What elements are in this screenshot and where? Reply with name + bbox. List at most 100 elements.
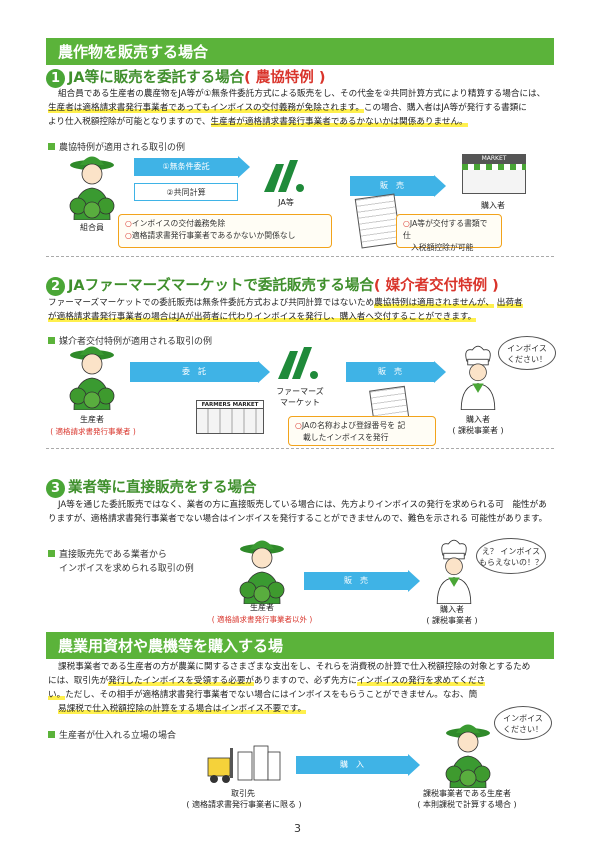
note-text: 入税額控除が可能 bbox=[411, 243, 474, 252]
arrow-head bbox=[408, 570, 420, 592]
highlight-text: い。 bbox=[48, 690, 66, 700]
note-text: インボイスの交付義務免除 bbox=[131, 219, 226, 228]
speech-text: インボイス bbox=[507, 344, 547, 353]
ja-label: JA等 bbox=[278, 198, 294, 207]
line: より仕入税額控除が可能となりますので、 bbox=[48, 117, 211, 127]
arrow-settle: ②共同計算 bbox=[134, 183, 238, 201]
producer-label: 生産者 bbox=[80, 415, 104, 424]
buyer-note: ( 課税事業者 ) bbox=[426, 616, 478, 625]
page-number: 3 bbox=[294, 822, 301, 835]
arrow-head bbox=[238, 156, 250, 178]
chef-illustration bbox=[426, 538, 482, 604]
paragraph-direct: JA等を通じた委託販売ではなく、業者の方に直接販売している場合には、先方よりイン… bbox=[48, 498, 558, 526]
forklift-illustration bbox=[206, 744, 282, 786]
line: JA等を通じた委託販売ではなく、業者の方に直接販売している場合には、先方よりイン… bbox=[58, 500, 547, 510]
arrow-label: 販 売 bbox=[378, 367, 402, 376]
note-text: JA等が交付する書類で 仕 bbox=[403, 219, 488, 240]
producer-label: 生産者 bbox=[250, 603, 274, 612]
arrow-sell: 販 売 bbox=[350, 176, 434, 196]
buyer-label: 購入者 bbox=[481, 201, 505, 210]
farmer-illustration bbox=[438, 718, 498, 788]
producer-note: ( 本則課税で計算する場合 ) bbox=[417, 800, 517, 809]
note-text: JAの名称および登録番号を 記 bbox=[301, 421, 406, 430]
speech-bubble: インボイス ください！ bbox=[494, 706, 552, 740]
heading-red-text: ( 媒介者交付特例 ) bbox=[373, 278, 499, 294]
paragraph-ja: 組合員である生産者の農産物をJA等が①無条件委託方式による販売をし、その代金を②… bbox=[48, 87, 556, 129]
arrow-label: 購 入 bbox=[340, 760, 364, 769]
number-badge: 1 bbox=[46, 69, 65, 88]
arrow-label: ②共同計算 bbox=[166, 188, 206, 197]
fm-label-2: マーケット bbox=[280, 398, 320, 407]
buyer-label: 購入者 bbox=[466, 415, 490, 424]
paragraph-purchase: 課税事業者である生産者の方が農業に関するさまざまな支出をし、それらを消費税の計算… bbox=[48, 660, 558, 716]
arrow-label: 販 売 bbox=[344, 576, 368, 585]
buyer-label: 購入者 bbox=[440, 605, 464, 614]
divider bbox=[46, 448, 554, 449]
section-title-purchase: 農業用資材や農機等を購入する場 bbox=[46, 632, 554, 659]
highlight-text: 生産者が適格請求書発行事業者であるかないかは関係ありません。 bbox=[210, 117, 468, 127]
highlight-text: 易課税で仕入税額控除の計算をする場合はインボイス不要です。 bbox=[58, 704, 307, 714]
highlight-text: が適格請求書発行事業者の場合はJAが出荷者に代わりインボイスを発行し、購入者へ交… bbox=[48, 312, 477, 322]
ja-logo bbox=[276, 344, 322, 382]
speech-text: インボイス bbox=[503, 714, 543, 723]
line: りますが、適格請求書発行事業者でない場合はインボイスを発行することができませんの… bbox=[48, 514, 548, 524]
market-building: MARKET bbox=[462, 154, 526, 194]
arrow-purchase: 購 入 bbox=[296, 756, 408, 774]
supplier-label: 取引先 bbox=[231, 789, 255, 798]
heading-text: 業者等に直接販売をする場合 bbox=[68, 480, 257, 496]
arrow-label: ①無条件委託 bbox=[162, 162, 210, 171]
line: 課税事業者である生産者の方が農業に関するさまざまな支出をし、それらを消費税の計算… bbox=[58, 662, 531, 672]
number-badge: 3 bbox=[46, 479, 65, 498]
line: ありますので、必ず先方に bbox=[254, 676, 357, 686]
arrow-label: 委 託 bbox=[182, 367, 206, 376]
document-icon bbox=[354, 193, 402, 249]
speech-text: ください！ bbox=[507, 355, 547, 364]
caption-text: 農協特例が適用される取引の例 bbox=[59, 143, 186, 153]
line: 組合員である生産者の農産物をJA等が①無条件委託方式による販売をし、その代金を②… bbox=[58, 89, 546, 99]
highlight-text: 生産者は適格請求書発行事業者であってもインボイスの交付義務が免除されます。 bbox=[48, 103, 364, 113]
heading-text: JA等に販売を委託する場合 bbox=[68, 70, 245, 86]
speech-bubble: インボイス ください！ bbox=[498, 336, 556, 370]
caption-fm-example: 媒介者交付特例が適用される取引の例 bbox=[48, 334, 212, 347]
caption-direct-example: 直接販売先である業者から インボイスを求められる取引の例 bbox=[48, 548, 194, 576]
market-sign: MARKET bbox=[462, 154, 526, 164]
arrow-label: 販 売 bbox=[380, 181, 404, 190]
line: この場合、購入者はJA等が発行する書類に bbox=[363, 103, 527, 113]
number-badge: 2 bbox=[46, 277, 65, 296]
arrow-head bbox=[434, 175, 446, 197]
supplier-note: ( 適格請求書発行事業者に限る ) bbox=[186, 800, 302, 809]
arrow-head bbox=[258, 361, 270, 383]
buyer-note: ( 課税事業者 ) bbox=[452, 426, 504, 435]
farmer-illustration bbox=[62, 150, 122, 220]
section-title-sell: 農作物を販売する場合 bbox=[46, 38, 554, 65]
arrow-consign: 委 託 bbox=[130, 362, 258, 382]
heading-text: JAファーマーズマーケットで委託販売する場合 bbox=[68, 278, 374, 294]
note-text: 適格請求書発行事業者であるかないか関係なし bbox=[131, 231, 296, 240]
highlight-text: 農協特例は適用されませんが、 bbox=[374, 298, 495, 308]
producer-label: 課税事業者である生産者 bbox=[423, 789, 511, 798]
ja-logo bbox=[262, 158, 308, 194]
highlight-text: 出荷者 bbox=[496, 298, 523, 308]
note-member: ○インボイスの交付義務免除 ○適格請求書発行事業者であるかないか関係なし bbox=[118, 214, 332, 248]
line: ファーマーズマーケットでの委託販売は無条件委託方式および共同計算ではないため bbox=[48, 298, 375, 308]
highlight-text: インボイスの発行を求めてくださ bbox=[356, 676, 486, 686]
paragraph-fm: ファーマーズマーケットでの委託販売は無条件委託方式および共同計算ではないため農協… bbox=[48, 296, 558, 324]
note-fm: ○JAの名称および登録番号を 記 載したインボイスを発行 bbox=[288, 416, 436, 446]
speech-text: ください！ bbox=[503, 725, 543, 734]
arrow-head bbox=[408, 754, 420, 776]
caption-text: 直接販売先である業者から bbox=[59, 550, 167, 560]
arrow-sell: 販 売 bbox=[304, 572, 408, 590]
line: ただし、その相手が適格請求書発行事業者でない場合にはインボイスをもらうことができ… bbox=[65, 690, 478, 700]
caption-text: 媒介者交付特例が適用される取引の例 bbox=[59, 337, 213, 347]
note-text: 載したインボイスを発行 bbox=[303, 433, 389, 442]
producer-note: ( 適格請求書発行事業者以外 ) bbox=[211, 615, 313, 624]
producer-note: ( 適格請求書発行事業者 ) bbox=[50, 427, 136, 436]
farmers-market-building: FARMERS MARKET bbox=[196, 400, 264, 434]
line: には、取引先が bbox=[48, 676, 109, 686]
speech-text: え？ インボイス bbox=[481, 547, 541, 556]
highlight-text: 発行したインボイスを受領する必要が bbox=[108, 676, 255, 686]
arrow-consign: ①無条件委託 bbox=[134, 158, 238, 176]
arrow-head bbox=[434, 361, 446, 383]
